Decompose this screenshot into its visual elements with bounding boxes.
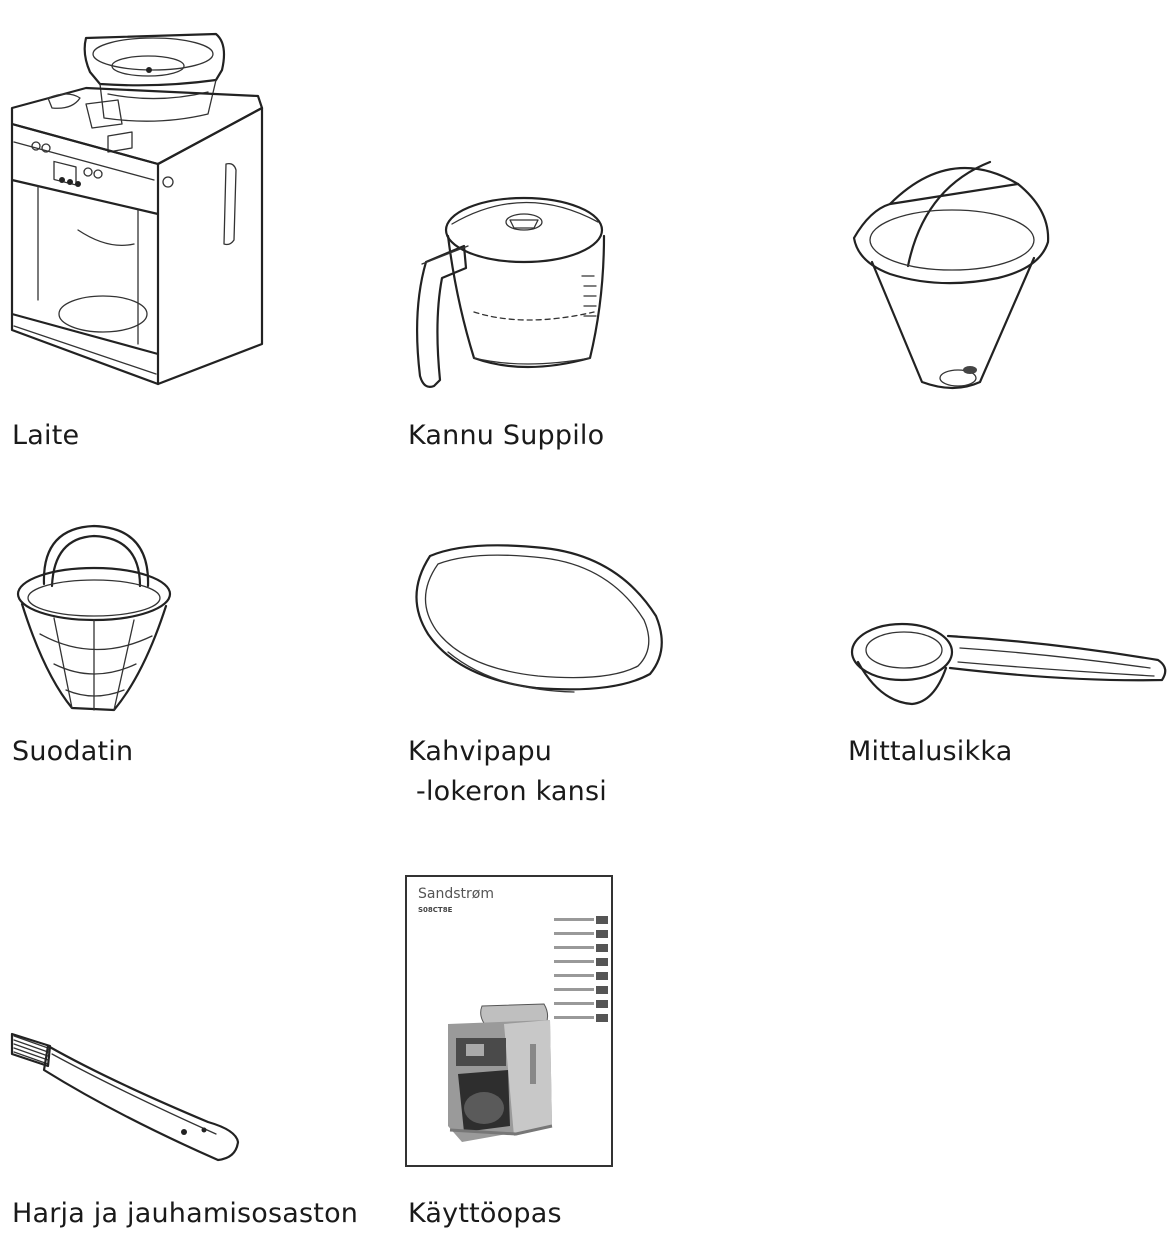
label-kahvipapu-line1: Kahvipapu xyxy=(408,736,553,767)
coffee-machine-illustration xyxy=(8,14,268,394)
label-mittalusikka: Mittalusikka xyxy=(848,736,1013,767)
cleaning-brush-illustration xyxy=(8,1026,244,1166)
bean-hopper-lid-illustration xyxy=(404,542,669,702)
filter-basket-illustration xyxy=(14,524,174,714)
carafe-illustration xyxy=(404,180,624,395)
measuring-spoon-illustration xyxy=(850,618,1170,710)
user-manual-illustration: Sandstrøm S08CT8E xyxy=(404,874,616,1170)
label-harja: Harja ja jauhamisosaston xyxy=(12,1198,359,1229)
funnel-illustration xyxy=(850,158,1055,403)
label-kannu-suppilo: Kannu Suppilo xyxy=(408,420,605,451)
label-suodatin: Suodatin xyxy=(12,736,134,767)
manual-brand: Sandstrøm xyxy=(418,886,494,902)
label-laite: Laite xyxy=(12,420,80,451)
label-kayttoopas: Käyttöopas xyxy=(408,1198,562,1229)
label-kahvipapu-line2: -lokeron kansi xyxy=(416,776,607,807)
manual-model: S08CT8E xyxy=(418,906,453,914)
